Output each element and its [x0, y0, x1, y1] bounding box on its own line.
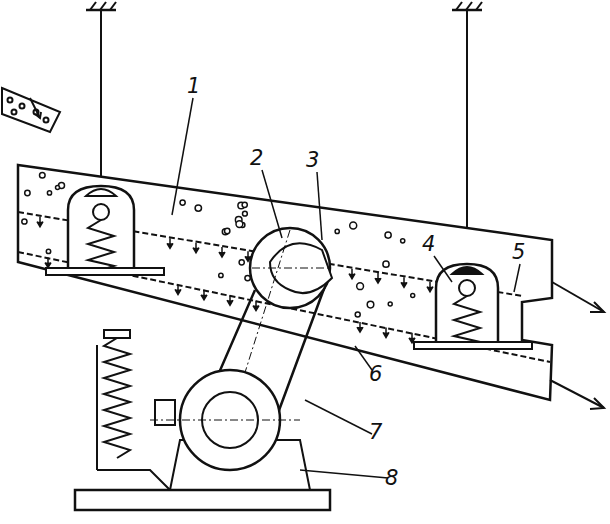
- callout-number: 3: [305, 150, 320, 171]
- particles-and-flow: [22, 172, 441, 348]
- outlet-arrow: [550, 282, 604, 409]
- spring-suspension: [46, 186, 164, 275]
- callout-number: 6: [368, 364, 383, 385]
- screen-box: [18, 165, 552, 400]
- feed-chute: [2, 88, 60, 132]
- callout-number: 4: [421, 234, 436, 255]
- callout-number: 5: [511, 242, 526, 263]
- callout-number: 8: [384, 468, 399, 489]
- spring-suspension: [414, 264, 532, 349]
- callout-number: 2: [249, 148, 264, 169]
- spring-column: [97, 330, 170, 490]
- callout-number: 1: [186, 76, 201, 97]
- leader-line: [172, 98, 520, 478]
- callout-number: 7: [368, 422, 383, 443]
